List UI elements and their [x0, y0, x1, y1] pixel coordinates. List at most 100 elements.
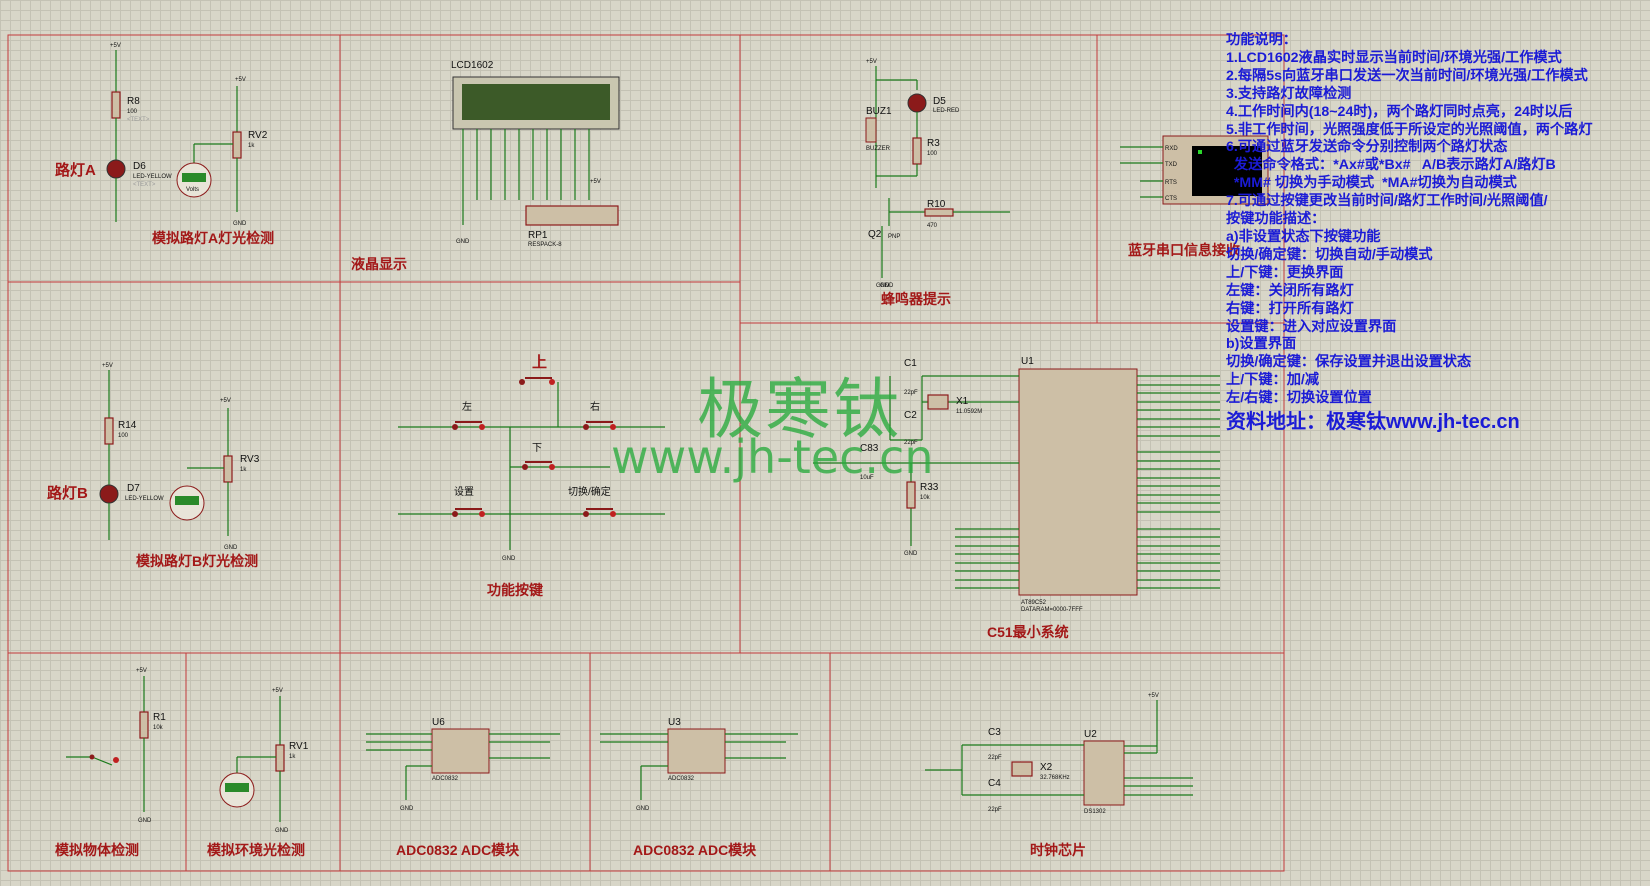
key-set-switch[interactable]: 设置: [452, 486, 485, 517]
module-title-adc1: ADC0832 ADC模块: [396, 842, 520, 858]
x1-crystal[interactable]: [927, 394, 949, 410]
x2-crystal[interactable]: [1011, 761, 1033, 777]
lamp-a-label: 路灯A: [55, 161, 96, 179]
buzzer-circuit: +5V D5 LED-RED R3 100 BUZ1 BUZZER R10 47…: [865, 59, 1010, 307]
svg-text:11.0592M: 11.0592M: [956, 409, 982, 415]
rv2-potentiometer[interactable]: [232, 131, 242, 159]
svg-text:+5V: +5V: [235, 77, 246, 83]
rp1-respack[interactable]: [525, 205, 619, 226]
svg-text:RTS: RTS: [1165, 180, 1177, 186]
function-description: 功能说明： 1.LCD1602液晶实时显示当前时间/环境光强/工作模式 2.每隔…: [1226, 32, 1650, 432]
u6-adc-chip[interactable]: [431, 728, 490, 774]
svg-text:上: 上: [532, 354, 547, 371]
desc-line: 6.可通过蓝牙发送命令分别控制两个路灯状态: [1226, 139, 1508, 156]
u2-ds1302-chip[interactable]: [1083, 740, 1125, 806]
svg-text:LED-YELLOW: LED-YELLOW: [125, 496, 164, 502]
desc-line: *MM# 切换为手动模式 *MA#切换为自动模式: [1226, 175, 1517, 192]
adc2-circuit: U3 ADC0832 GND ADC0832 ADC模块: [600, 717, 798, 858]
svg-text:GND: GND: [275, 828, 289, 834]
r1-resistor[interactable]: [139, 711, 149, 739]
svg-text:C3: C3: [988, 727, 1001, 738]
svg-text:C83: C83: [860, 443, 879, 454]
svg-text:DATARAM=0000-7FFF: DATARAM=0000-7FFF: [1021, 607, 1083, 613]
svg-text:R1: R1: [153, 712, 166, 723]
lamp-b-label: 路灯B: [47, 484, 88, 502]
svg-text:GND: GND: [138, 818, 152, 824]
module-title-lamp-b: 模拟路灯B灯光检测: [136, 553, 258, 569]
svg-text:GND: GND: [502, 556, 516, 562]
svg-text:1k: 1k: [289, 754, 296, 760]
key-up-switch[interactable]: 上: [519, 354, 555, 385]
module-title-adc2: ADC0832 ADC模块: [633, 842, 757, 858]
svg-text:右: 右: [590, 400, 600, 413]
d7-led-icon[interactable]: [99, 484, 119, 504]
module-title-ambient: 模拟环境光检测: [207, 842, 305, 858]
svg-text:10k: 10k: [920, 495, 931, 501]
svg-text:U6: U6: [432, 717, 445, 728]
lamp-a-circuit: +5V R8 100 <TEXT> D6 LED-YELLOW <TEXT> 路…: [55, 43, 274, 246]
desc-line: b)设置界面: [1226, 336, 1297, 353]
key-down-switch[interactable]: 下: [522, 443, 555, 470]
svg-text:RV1: RV1: [289, 741, 309, 752]
svg-text:AT89C52: AT89C52: [1021, 600, 1047, 606]
svg-text:GND: GND: [224, 545, 238, 551]
svg-text:C1: C1: [904, 358, 917, 369]
u1-mcu-chip[interactable]: [1018, 368, 1138, 596]
svg-text:TXD: TXD: [1165, 162, 1178, 168]
lcd-label: LCD1602: [451, 60, 494, 71]
clock-circuit: U2 DS1302 +5V X2 32.768KHz C3 22pF C4 22…: [925, 693, 1193, 858]
svg-text:U1: U1: [1021, 356, 1034, 367]
desc-line: 上/下键：更换界面: [1226, 264, 1344, 281]
svg-text:RP1: RP1: [528, 230, 548, 241]
key-left-switch[interactable]: 左: [452, 400, 485, 430]
svg-text:X1: X1: [956, 396, 969, 407]
object-sensor-switch[interactable]: [113, 757, 119, 763]
d5-led-icon[interactable]: [907, 93, 927, 113]
lamp-b-circuit: +5V R14 100 D7 LED-YELLOW 路灯B +5V RV3 1k…: [47, 363, 260, 569]
key-right-switch[interactable]: 右: [583, 400, 616, 430]
svg-text:10uF: 10uF: [860, 475, 874, 481]
svg-text:ADC0832: ADC0832: [432, 776, 459, 782]
r14-resistor[interactable]: [104, 417, 114, 445]
svg-text:470: 470: [927, 223, 938, 229]
desc-line: 1.LCD1602液晶实时显示当前时间/环境光强/工作模式: [1226, 49, 1562, 66]
svg-text:22pF: 22pF: [988, 755, 1002, 761]
desc-line: 7.可通过按键更改当前时间/路灯工作时间/光照阈值/: [1226, 193, 1548, 210]
lcd-circuit: LCD1602 RP1 RESPACK-8 GND +5V 液晶显示: [351, 60, 620, 272]
r10-resistor[interactable]: [924, 208, 954, 217]
r33-resistor[interactable]: [906, 481, 916, 509]
svg-text:U2: U2: [1084, 729, 1097, 740]
svg-text:10k: 10k: [153, 725, 164, 731]
key-switch-confirm-switch[interactable]: 切换/确定: [568, 485, 616, 517]
desc-line: 按键功能描述：: [1226, 211, 1326, 228]
keys-circuit: 上 左 右 下 设置 切换/确定 GND 功能按键: [398, 354, 665, 598]
buzzer-icon[interactable]: [865, 117, 877, 143]
desc-line: 左键：关闭所有路灯: [1226, 282, 1354, 299]
rv3-potentiometer[interactable]: [223, 455, 233, 483]
d6-led-icon[interactable]: [106, 159, 126, 179]
module-title-keys: 功能按键: [487, 582, 544, 598]
object-detect-circuit: +5V R1 10k GND 模拟物体检测: [55, 668, 166, 858]
r8-resistor[interactable]: [111, 91, 121, 119]
svg-text:+5V: +5V: [272, 688, 283, 694]
desc-line: 5.非工作时间，光照强度低于所设定的光照阈值，两个路灯: [1226, 121, 1593, 138]
svg-text:+5V: +5V: [866, 59, 877, 65]
svg-text:ADC0832: ADC0832: [668, 776, 695, 782]
svg-text:DS1302: DS1302: [1084, 809, 1106, 815]
svg-text:R3: R3: [927, 138, 940, 149]
svg-text:GND: GND: [233, 221, 247, 227]
svg-text:下: 下: [532, 443, 542, 454]
svg-text:<TEXT>: <TEXT>: [127, 117, 150, 123]
module-title-c51: C51最小系统: [987, 624, 1069, 640]
r3-resistor[interactable]: [912, 137, 922, 165]
module-title-bluetooth: 蓝牙串口信息接收: [1128, 242, 1241, 258]
u3-adc-chip[interactable]: [667, 728, 726, 774]
svg-text:GND: GND: [880, 283, 894, 289]
module-title-lcd: 液晶显示: [351, 256, 407, 272]
module-title-object: 模拟物体检测: [55, 842, 139, 858]
svg-text:Q2: Q2: [868, 229, 882, 240]
svg-text:切换/确定: 切换/确定: [568, 485, 611, 498]
rv1-potentiometer[interactable]: [275, 744, 285, 772]
svg-text:C4: C4: [988, 778, 1001, 789]
